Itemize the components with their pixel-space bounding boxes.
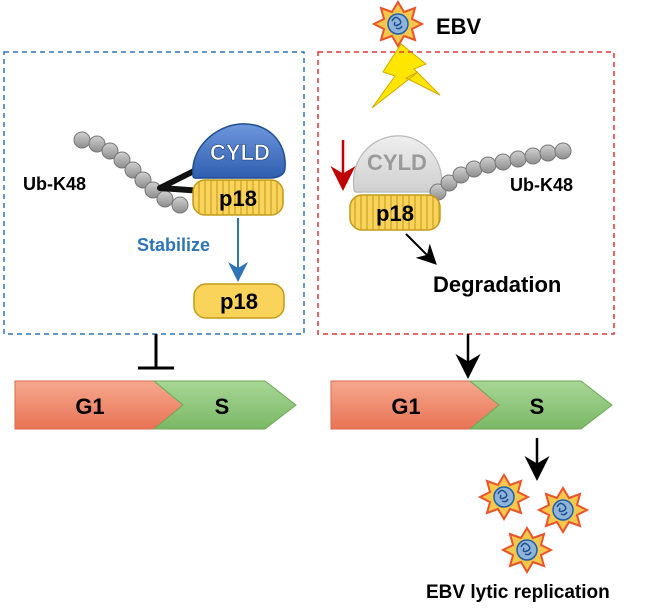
left-ubiquitin-chain <box>73 131 189 214</box>
left-panel-frame <box>3 51 305 335</box>
left-p18-product-label: p18 <box>220 289 258 314</box>
ubiquitin-bead-icon <box>524 147 542 165</box>
right-cell-cycle <box>330 380 613 430</box>
right-cyld-label: CYLD <box>367 150 427 175</box>
lightning-icon <box>371 43 441 109</box>
ubiquitin-bead-icon <box>494 153 512 171</box>
right-g1-label: G1 <box>391 394 420 419</box>
right-ub-k48-label: Ub-K48 <box>510 175 573 195</box>
ubiquitin-bead-icon <box>465 160 483 178</box>
right-p18-substrate <box>349 194 441 231</box>
left-cyld-label: CYLD <box>210 140 270 165</box>
left-cell-cycle <box>14 380 297 430</box>
left-p18-substrate-label: p18 <box>219 186 257 211</box>
ubiquitin-bead-icon <box>171 196 189 214</box>
ubiquitin-bead-icon <box>113 151 131 169</box>
left-s-phase <box>152 380 297 430</box>
ubiquitin-bead-icon <box>509 150 527 168</box>
left-p18-product <box>193 283 285 319</box>
right-s-phase <box>468 380 613 430</box>
ubiquitin-bead-icon <box>479 156 497 174</box>
virus-icon <box>502 527 552 573</box>
right-s-label: S <box>530 394 545 419</box>
right-ubiquitin-chain <box>429 142 572 201</box>
stabilize-label: Stabilize <box>137 235 210 255</box>
left-p18-substrate <box>192 179 284 216</box>
right-panel-frame <box>317 51 615 335</box>
degradation-arrow <box>405 233 437 265</box>
inhibition-bar <box>138 334 174 370</box>
outcome-label: EBV lytic replication <box>426 582 610 603</box>
ubiquitin-bead-icon <box>539 144 557 162</box>
right-p18-substrate-label: p18 <box>376 201 414 226</box>
ubiquitin-bead-icon <box>554 142 572 160</box>
left-ub-k48-label: Ub-K48 <box>23 174 86 194</box>
cyld-active-shape <box>192 123 286 179</box>
ubiquitin-bead-icon <box>156 190 174 208</box>
virus-icon <box>479 474 529 520</box>
ubiquitin-bead-icon <box>73 131 91 149</box>
left-g1-label: G1 <box>75 394 104 419</box>
ebv-label: EBV <box>436 14 482 39</box>
ubiquitin-bead-icon <box>88 135 106 153</box>
ubiquitin-bead-icon <box>101 142 119 160</box>
virus-icon <box>538 487 588 533</box>
ubiquitin-bead-icon <box>440 174 458 192</box>
left-s-label: S <box>215 394 230 419</box>
virus-icon <box>373 1 423 47</box>
degradation-label: Degradation <box>433 272 561 297</box>
